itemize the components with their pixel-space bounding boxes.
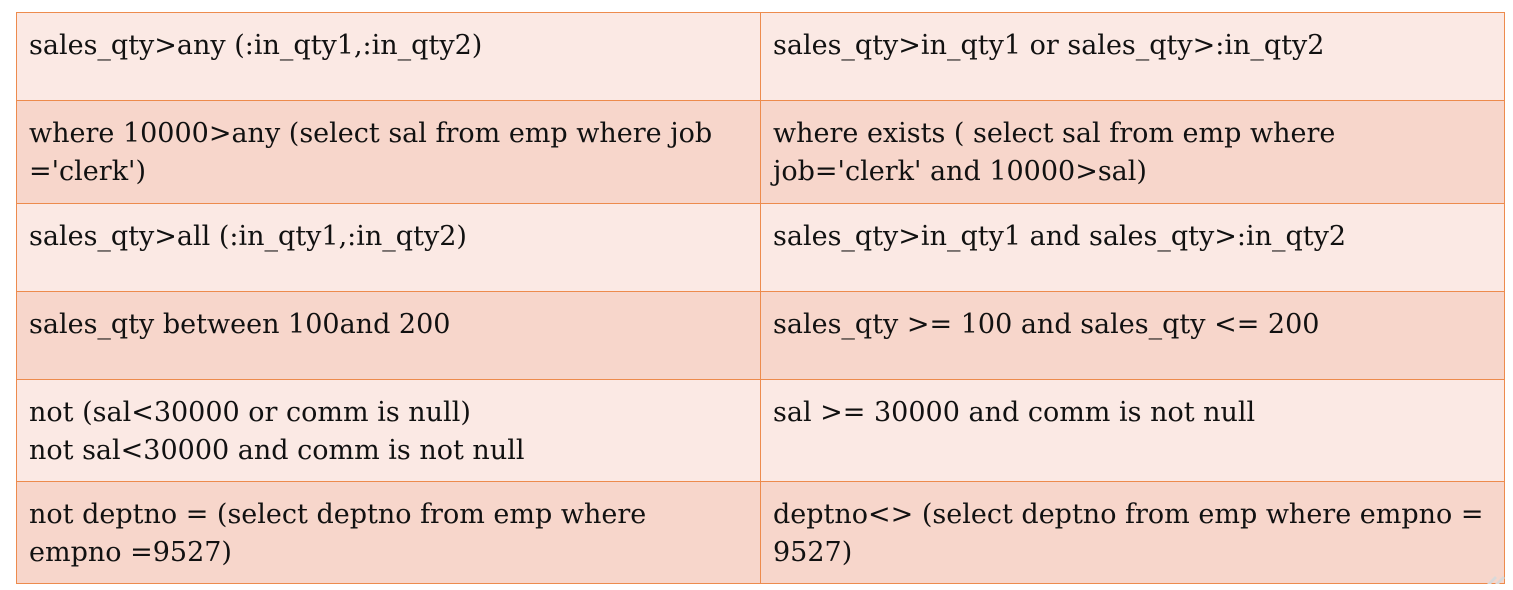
left-cell: not (sal<30000 or comm is null) not sal<… [16,379,761,482]
table-row: sales_qty between 100and 200 sales_qty >… [16,291,1505,380]
table-row: sales_qty>any (:in_qty1,:in_qty2) sales_… [16,12,1505,101]
table-row: sales_qty>all (:in_qty1,:in_qty2) sales_… [16,203,1505,292]
left-cell: sales_qty>all (:in_qty1,:in_qty2) [16,203,761,292]
right-cell: sales_qty>in_qty1 or sales_qty>:in_qty2 [760,12,1505,101]
left-cell: not deptno = (select deptno from emp whe… [16,481,761,584]
comparison-table: sales_qty>any (:in_qty1,:in_qty2) sales_… [16,12,1505,584]
right-cell: sales_qty>in_qty1 and sales_qty>:in_qty2 [760,203,1505,292]
table-row: not deptno = (select deptno from emp whe… [16,481,1505,584]
right-cell: deptno<> (select deptno from emp where e… [760,481,1505,584]
left-cell: where 10000>any (select sal from emp whe… [16,100,761,204]
left-cell: sales_qty between 100and 200 [16,291,761,380]
right-cell: where exists ( select sal from emp where… [760,100,1505,204]
right-cell: sales_qty >= 100 and sales_qty <= 200 [760,291,1505,380]
table-row: not (sal<30000 or comm is null) not sal<… [16,379,1505,482]
table-row: where 10000>any (select sal from emp whe… [16,100,1505,204]
right-cell: sal >= 30000 and comm is not null [760,379,1505,482]
left-cell: sales_qty>any (:in_qty1,:in_qty2) [16,12,761,101]
slide-nav-arrow-icon[interactable] [1485,570,1507,586]
